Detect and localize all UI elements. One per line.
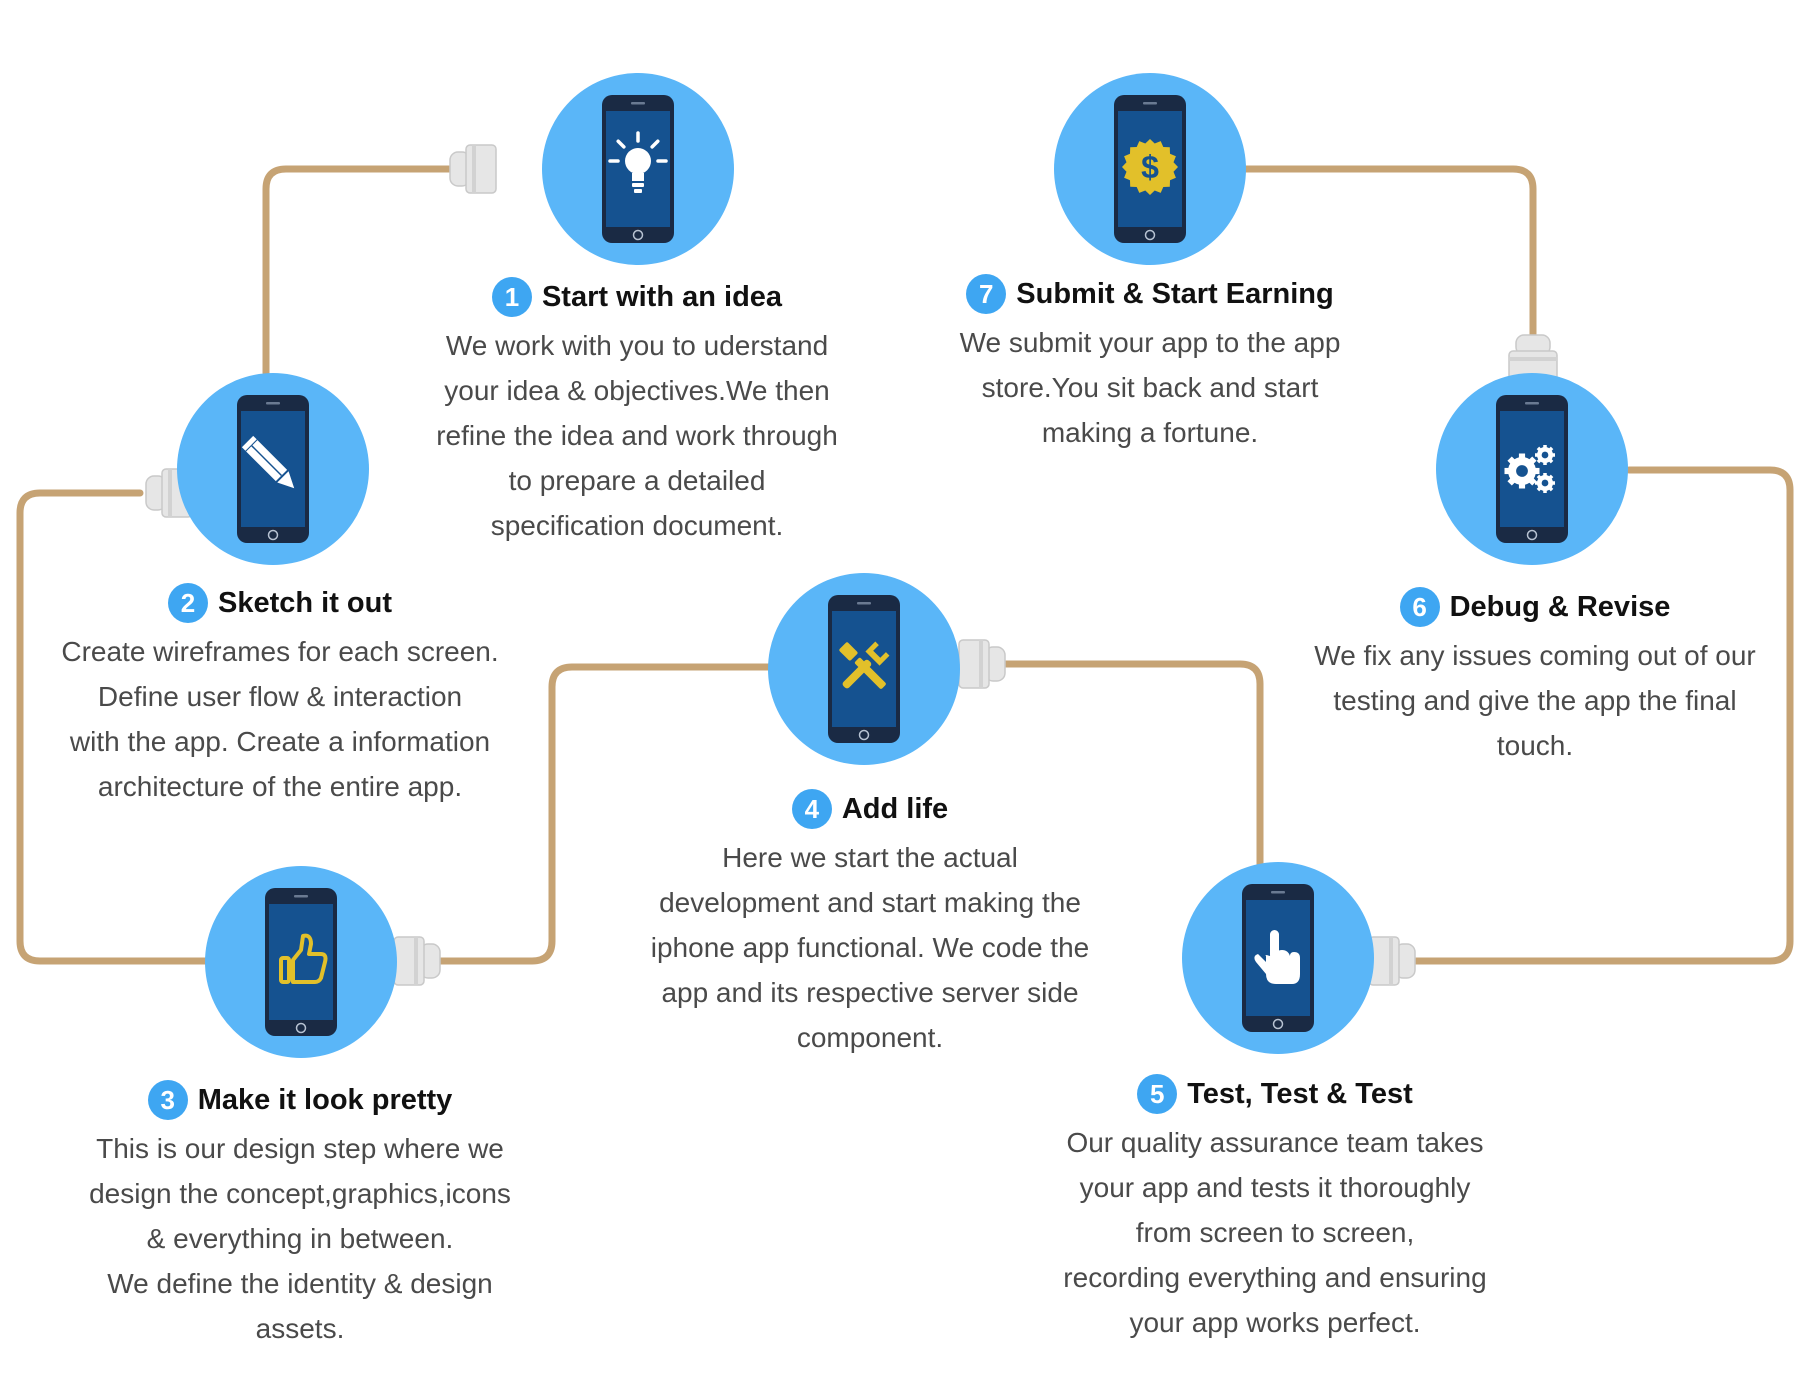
description-line: to prepare a detailed [508, 465, 766, 496]
plug-4 [958, 639, 1006, 689]
description-line: Create wireframes for each screen. [61, 636, 499, 667]
cable-2-3 [16, 489, 210, 965]
description-line: Define user flow & interaction [97, 681, 463, 712]
description-line: your app works perfect. [1129, 1307, 1421, 1338]
description-line: from screen to screen, [1135, 1217, 1415, 1248]
step-title-label: Test, Test & Test [1187, 1077, 1413, 1110]
description-line: Here we start the actual [722, 842, 1018, 873]
step-description: We submit your app to the app store.You … [905, 320, 1395, 455]
step-title: 1 Start with an idea [392, 277, 882, 317]
step-title-label: Make it look pretty [197, 1083, 453, 1116]
step-description: Create wireframes for each screen. Defin… [20, 629, 540, 809]
dollar-badge-icon: $ [1122, 139, 1178, 195]
description-line: app and its respective server side [661, 977, 1079, 1008]
description-line: your idea & objectives.We then [444, 375, 830, 406]
step-title: 7 Submit & Start Earning [905, 274, 1395, 314]
step-3-text: 3 Make it look pretty This is our design… [40, 1080, 560, 1351]
plug-5 [1368, 936, 1416, 986]
svg-text:$: $ [1141, 149, 1159, 185]
step-title-label: Add life [841, 792, 949, 825]
description-line: We define the identity & design [107, 1268, 493, 1299]
step-description: We work with you to uderstand your idea … [392, 323, 882, 548]
step-description: Here we start the actual development and… [610, 835, 1130, 1060]
step-title-label: Sketch it out [217, 586, 392, 619]
description-line: with the app. Create a information [69, 726, 491, 757]
description-line: making a fortune. [1041, 417, 1259, 448]
description-line: development and start making the [659, 887, 1081, 918]
plugs [145, 144, 1558, 986]
step-1-node [542, 73, 734, 265]
step-6-text: 6 Debug & Revise We fix any issues comin… [1280, 587, 1790, 768]
step-1-text: 1 Start with an idea We work with you to… [392, 277, 882, 548]
step-description: This is our design step where we design … [40, 1126, 560, 1351]
step-title: 4 Add life [610, 789, 1130, 829]
step-number-badge: 5 [1137, 1074, 1178, 1114]
description-line: refine the idea and work through [436, 420, 838, 451]
description-line: We work with you to uderstand [445, 330, 829, 361]
description-line: your app and tests it thoroughly [1079, 1172, 1471, 1203]
step-title-label: Submit & Start Earning [1016, 277, 1334, 310]
description-line: store.You sit back and start [981, 372, 1319, 403]
description-line: recording everything and ensuring [1063, 1262, 1487, 1293]
description-line: testing and give the app the final [1333, 685, 1737, 716]
step-4-text: 4 Add life Here we start the actual deve… [610, 789, 1130, 1060]
description-line: specification document. [490, 510, 784, 541]
description-line: component. [796, 1022, 944, 1053]
cable-4-5 [991, 660, 1264, 874]
step-number-badge: 7 [966, 274, 1007, 314]
tools-icon [839, 641, 890, 689]
step-title-label: Debug & Revise [1449, 590, 1671, 623]
description-line: This is our design step where we [96, 1133, 504, 1164]
step-4-node [768, 573, 960, 765]
description-line: design the concept,graphics,icons [89, 1178, 511, 1209]
step-5-text: 5 Test, Test & Test Our quality assuranc… [1015, 1074, 1535, 1345]
step-description: Our quality assurance team takes your ap… [1015, 1120, 1535, 1345]
plug-6 [1508, 334, 1558, 382]
step-title: 2 Sketch it out [20, 583, 540, 623]
step-2-node [177, 373, 369, 565]
phone-illustration [265, 888, 337, 1036]
description-line: Our quality assurance team takes [1066, 1127, 1484, 1158]
plug-3 [393, 936, 441, 986]
step-number-badge: 2 [167, 583, 208, 623]
step-title-label: Start with an idea [541, 280, 783, 313]
step-number-badge: 6 [1399, 587, 1440, 627]
step-7-text: 7 Submit & Start Earning We submit your … [905, 274, 1395, 455]
cable-6-7 [1242, 165, 1537, 346]
cable-1-2 [262, 165, 494, 377]
step-title: 6 Debug & Revise [1280, 587, 1790, 627]
description-line: & everything in between. [146, 1223, 454, 1254]
step-title: 3 Make it look pretty [40, 1080, 560, 1120]
step-7-node: $ [1054, 73, 1246, 265]
step-title: 5 Test, Test & Test [1015, 1074, 1535, 1114]
pencil-icon [241, 435, 295, 489]
description-line: iphone app functional. We code the [650, 932, 1090, 963]
step-5-node [1182, 862, 1374, 1054]
lightbulb-icon [608, 131, 668, 193]
description-line: We submit your app to the app [959, 327, 1341, 358]
step-6-node [1436, 373, 1628, 565]
plug-1 [449, 144, 497, 194]
thumbs-up-icon [279, 933, 328, 984]
gears-icon [1504, 445, 1555, 493]
cables [16, 165, 1794, 965]
description-line: architecture of the entire app. [97, 771, 463, 802]
step-2-text: 2 Sketch it out Create wireframes for ea… [20, 583, 540, 809]
cable-5-6 [1396, 466, 1794, 965]
step-description: We fix any issues coming out of our test… [1280, 633, 1790, 768]
step-number-badge: 3 [147, 1080, 188, 1120]
step-3-node [205, 866, 397, 1058]
step-number-badge: 4 [791, 789, 832, 829]
description-line: assets. [255, 1313, 345, 1344]
description-line: touch. [1496, 730, 1574, 761]
step-nodes: $ [177, 73, 1628, 1058]
cable-3-4 [426, 663, 773, 965]
description-line: We fix any issues coming out of our [1314, 640, 1756, 671]
hand-pointer-icon [1254, 930, 1300, 984]
step-number-badge: 1 [491, 277, 532, 317]
